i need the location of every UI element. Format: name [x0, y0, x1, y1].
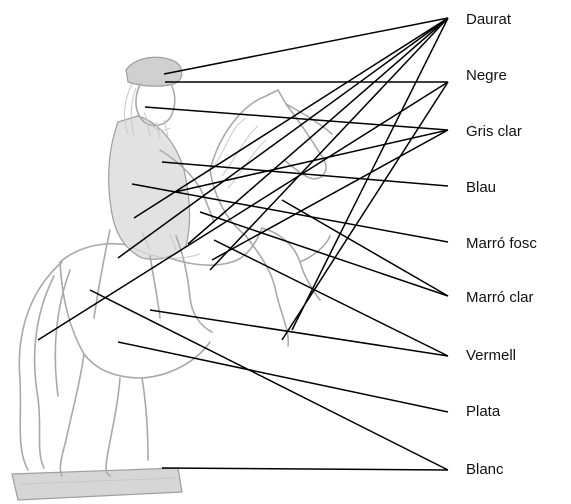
statue-base [12, 468, 182, 500]
label-plata: Plata [466, 403, 501, 420]
connector-line [162, 468, 448, 470]
label-blanc: Blanc [466, 461, 504, 478]
label-vermell: Vermell [466, 347, 516, 364]
equestrian-statue-illustration [12, 57, 332, 500]
connector-line [90, 290, 448, 470]
sword [94, 230, 110, 318]
label-marro-clar: Marró clar [466, 289, 534, 306]
connector-line [212, 130, 448, 260]
connector-line [118, 342, 448, 412]
label-negre: Negre [466, 67, 507, 84]
color-labels: Daurat Negre Gris clar Blau Marró fosc M… [466, 11, 537, 478]
connector-line [210, 18, 448, 270]
label-gris-clar: Gris clar [466, 123, 522, 140]
rider-head [136, 84, 175, 125]
label-daurat: Daurat [466, 11, 512, 28]
label-marro-fosc: Marró fosc [466, 235, 537, 252]
horse-tail [19, 262, 70, 470]
connector-line [162, 162, 448, 186]
horse-front-legs [246, 228, 330, 346]
label-blau: Blau [466, 179, 496, 196]
horse-hind-legs [60, 354, 148, 476]
